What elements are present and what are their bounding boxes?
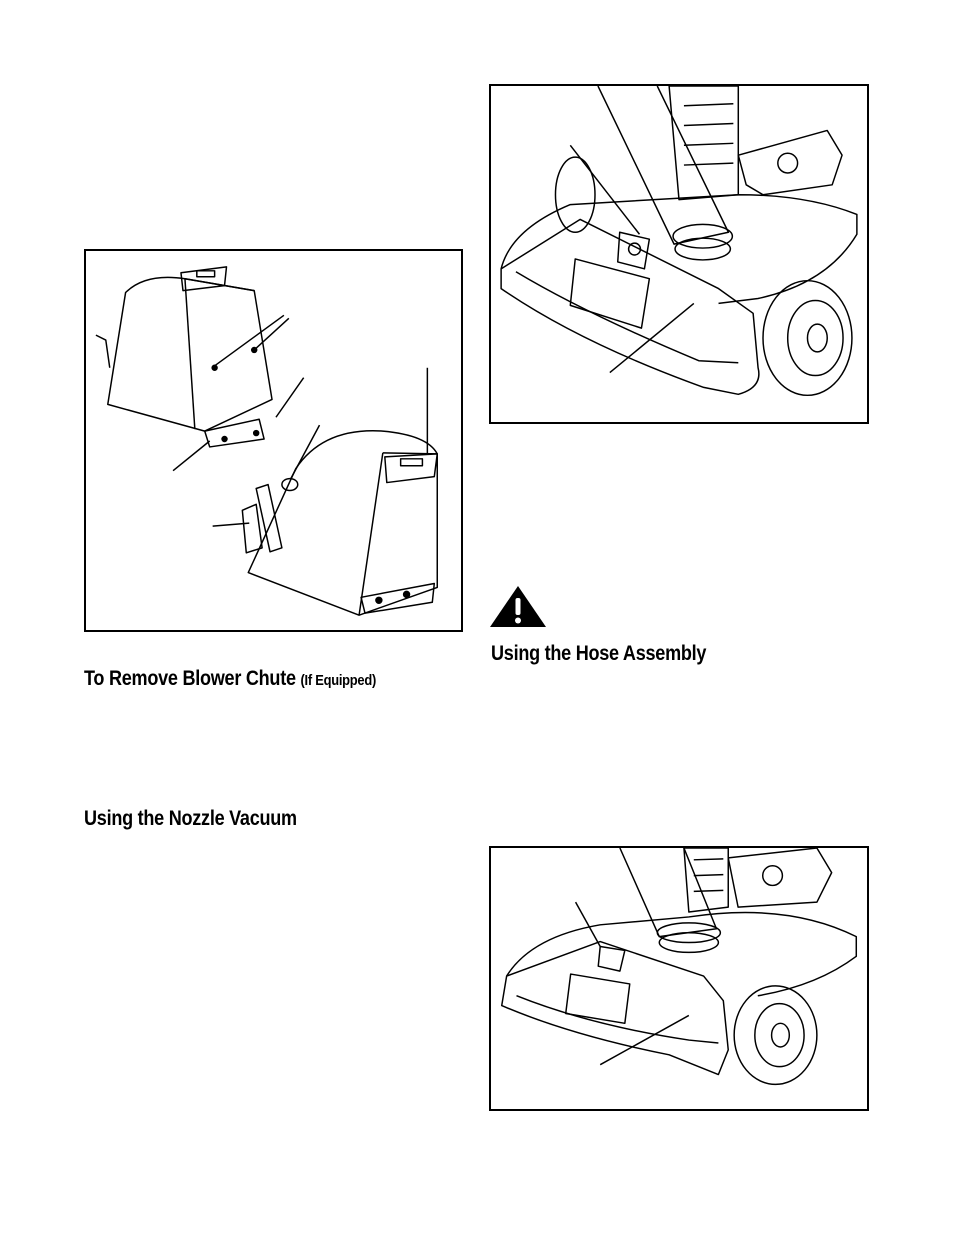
figure-hose-assembly xyxy=(489,846,869,1111)
nozzle-vacuum-title: Using the Nozzle Vacuum xyxy=(84,807,297,830)
nozzle-vacuum-illustration xyxy=(500,86,858,397)
warning-triangle-icon xyxy=(488,584,548,629)
hose-assembly-illustration xyxy=(500,848,858,1086)
heading-remove-blower-chute: To Remove Blower Chute (If Equipped) xyxy=(84,667,376,691)
hose-assembly-title: Using the Hose Assembly xyxy=(491,642,707,665)
remove-chute-note: (If Equipped) xyxy=(300,672,377,689)
figure-nozzle-vacuum xyxy=(489,84,869,424)
figure-blower-chute xyxy=(84,249,463,632)
heading-nozzle-vacuum: Using the Nozzle Vacuum xyxy=(84,807,297,831)
remove-chute-title: To Remove Blower Chute xyxy=(84,667,296,690)
heading-hose-assembly: Using the Hose Assembly xyxy=(491,642,706,666)
blower-chute-illustration xyxy=(95,266,438,616)
